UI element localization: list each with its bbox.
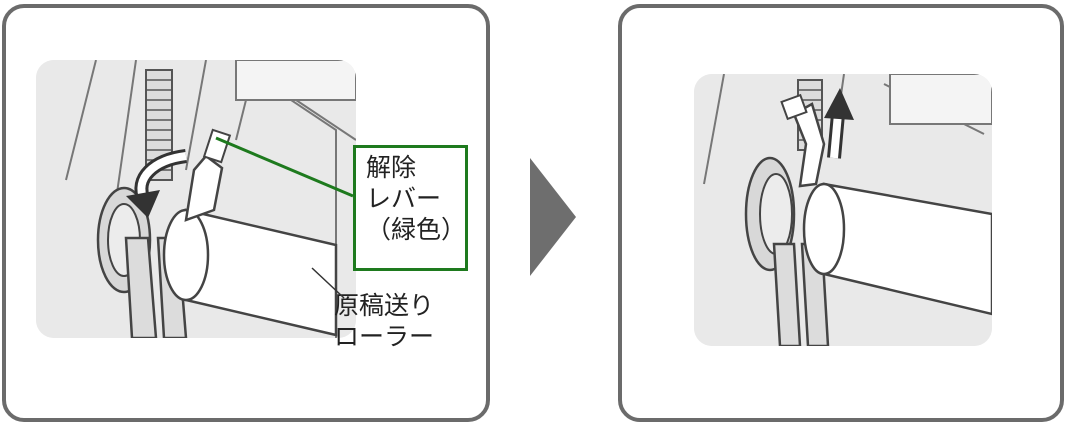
step-two-panel [618, 4, 1064, 422]
feed-roller-label-line2: ローラー [334, 322, 435, 351]
release-lever-callout: 解除 レバー （緑色） [353, 145, 468, 271]
curved-arrow-icon [126, 149, 188, 218]
roller-illustration-after [694, 74, 992, 346]
feed-roller-label: 原稿送り ローラー [334, 290, 434, 352]
roller [802, 182, 992, 316]
release-lever [780, 93, 826, 188]
release-lever-label-line2: レバー [366, 184, 442, 213]
roller-illustration-before [36, 60, 356, 338]
release-lever-label-line1: 解除 [366, 153, 417, 182]
roller [162, 208, 338, 337]
upward-arrow-icon [824, 88, 854, 159]
right-chevron-icon [530, 158, 576, 276]
gear-wheel [744, 156, 796, 272]
release-lever-label-line3: （緑色） [366, 215, 467, 244]
feed-roller-label-line1: 原稿送り [334, 291, 435, 320]
